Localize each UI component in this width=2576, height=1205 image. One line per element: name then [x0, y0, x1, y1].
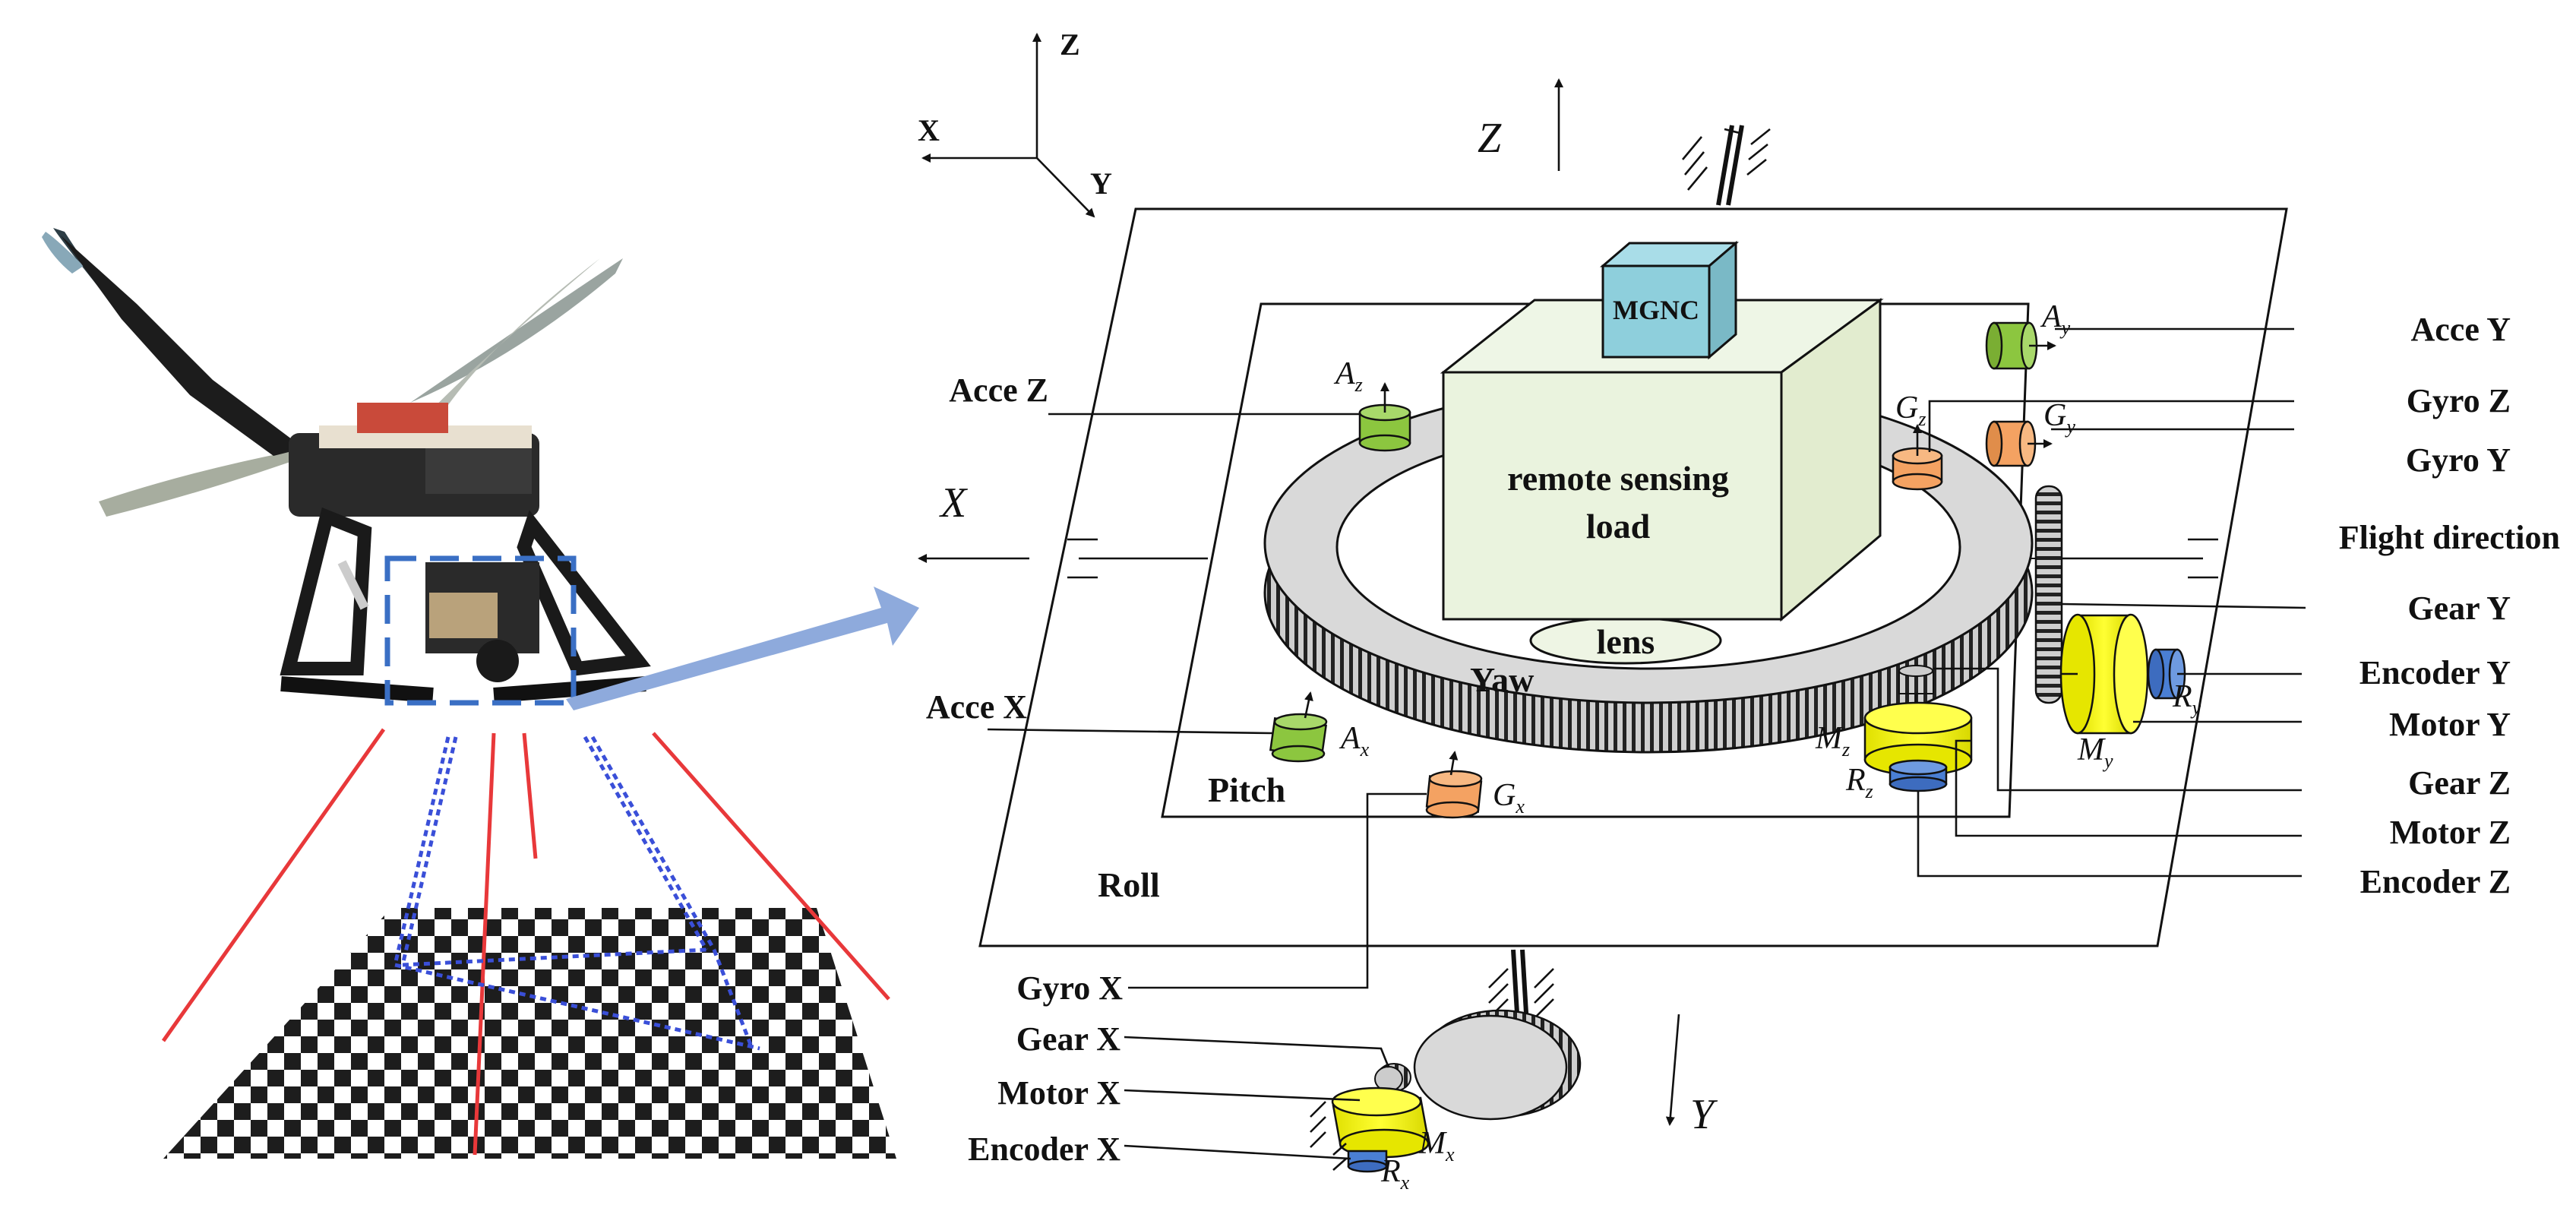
label-gear-x: Gear X [1016, 1020, 1120, 1058]
axis-x-label: X [939, 479, 969, 527]
az-symbol: Az [1333, 356, 1363, 396]
label-encoder-z: Encoder Z [2360, 863, 2511, 900]
gear-x-large [1413, 1009, 1582, 1121]
label-acce-x: Acce X [926, 688, 1027, 726]
label-gear-z: Gear Z [2408, 764, 2511, 802]
mz-symbol: Mz [1815, 721, 1850, 761]
rz-symbol: Rz [1845, 763, 1873, 802]
pitch-label: Pitch [1208, 770, 1285, 809]
gear-x-small [1374, 1063, 1411, 1092]
mx-symbol: Mx [1418, 1126, 1455, 1165]
checkerboard-target [161, 728, 896, 1159]
axis-z-label: Z [1478, 115, 1502, 162]
lens-label: lens [1597, 622, 1655, 661]
gx-symbol: Gx [1493, 778, 1525, 818]
encoder-x [1332, 1143, 1388, 1173]
gear-y [2034, 485, 2063, 704]
label-acce-y: Acce Y [2410, 311, 2511, 348]
encoder-y [2147, 648, 2186, 700]
gyro-y [1985, 420, 2053, 467]
roll-frame [978, 207, 2288, 947]
gyro-x [1425, 751, 1483, 819]
load-label-line2: load [1586, 507, 1651, 546]
coord-y-label: Y [1090, 166, 1112, 201]
roll-label: Roll [1098, 865, 1160, 904]
label-flight-direction: Flight direction [2339, 519, 2560, 556]
zoom-arrow [566, 587, 919, 710]
ax-symbol: Ax [1339, 721, 1370, 761]
drone-illustration [42, 228, 651, 706]
label-motor-z: Motor Z [2390, 814, 2511, 851]
axis-y-label: Y [1690, 1091, 1718, 1138]
leader-lines [987, 327, 2306, 1160]
label-gyro-x: Gyro X [1016, 969, 1123, 1007]
label-encoder-x: Encoder X [968, 1131, 1120, 1168]
gz-symbol: Gz [1895, 391, 1926, 430]
payload-selection-box [384, 555, 577, 706]
ay-symbol: Ay [2040, 299, 2071, 339]
label-gear-y: Gear Y [2407, 590, 2511, 627]
gyro-z [1892, 424, 1943, 491]
gy-symbol: Gy [2043, 398, 2075, 438]
motor-z [1863, 694, 1973, 776]
top-pivot [1682, 125, 1771, 206]
label-motor-y: Motor Y [2389, 706, 2511, 743]
accelerometer-z [1358, 382, 1411, 452]
ry-symbol: Ry [2172, 679, 2201, 719]
label-motor-x: Motor X [997, 1074, 1120, 1112]
coord-z-label: Z [1060, 27, 1080, 62]
load-label-line1: remote sensing [1507, 459, 1729, 498]
coordinate-frame: Z X Y [918, 27, 1112, 218]
mgnc-label: MGNC [1613, 295, 1699, 325]
accelerometer-x [1269, 691, 1328, 763]
coord-x-label: X [918, 113, 940, 147]
motor-y [2059, 613, 2149, 735]
label-gyro-y: Gyro Y [2406, 441, 2511, 479]
my-symbol: My [2077, 732, 2113, 772]
label-acce-z: Acce Z [949, 372, 1048, 409]
label-gyro-z: Gyro Z [2407, 382, 2511, 419]
yaw-label: Yaw [1470, 660, 1534, 699]
accelerometer-y [1985, 321, 2056, 370]
mgnc-module [1599, 240, 1740, 360]
gear-z [1898, 665, 1934, 694]
rx-symbol: Rx [1380, 1154, 1410, 1194]
encoder-z [1889, 759, 1948, 792]
label-encoder-y: Encoder Y [2359, 654, 2511, 691]
